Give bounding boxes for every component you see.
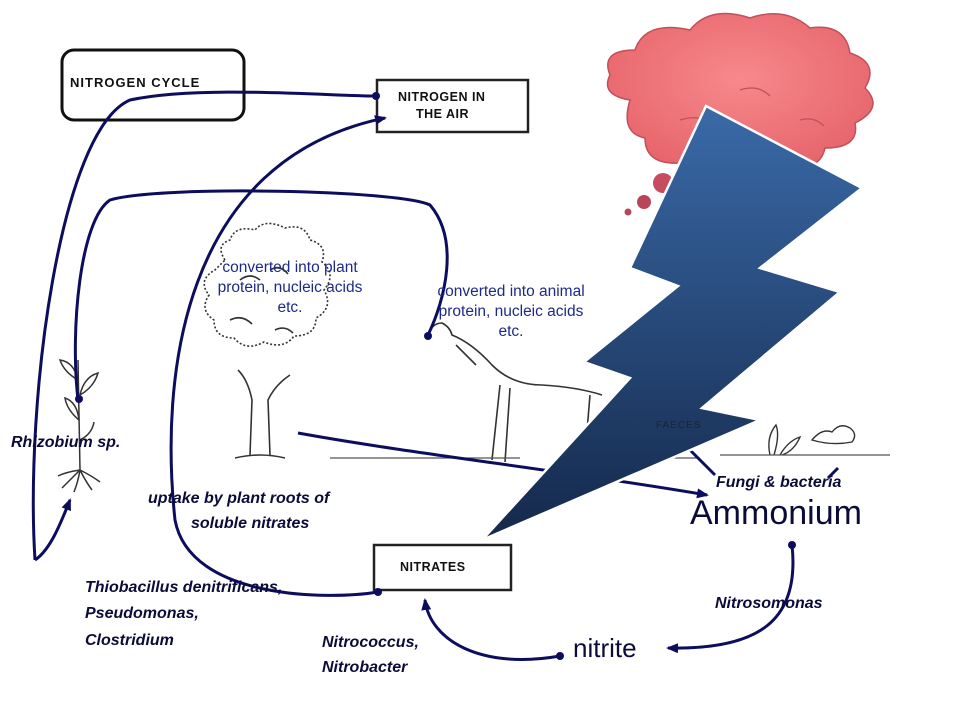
nitrococcus-label: Nitrococcus, [322,634,419,651]
plant-sketch [57,359,101,493]
nitrogen-air-box [375,78,530,134]
fungi-label: Fungi & bacteria [716,474,842,491]
animal-conversion-label: converted into animal protein, nucleic a… [437,283,585,340]
rhizobium-label: Rhizobium sp. [11,434,121,451]
ground-plants-sketch [768,423,856,456]
uptake-label-line2: soluble nitrates [191,515,310,532]
arrow-dots [75,92,796,660]
arrow-ammonium-nitrite [666,544,795,654]
denitrifier-label-2: Pseudomonas, [85,605,199,622]
nitrobacter-label: Nitrobacter [322,659,408,676]
arrow-nitrite-nitrates [421,598,561,661]
tree-sketch [203,222,331,459]
nitrite-label: nitrite [573,633,637,663]
nitrates-box [372,543,513,592]
air-box-line1: NITROGEN IN [398,90,486,104]
plant-conversion-label: converted into plant protein, nucleic ac… [217,259,363,316]
page-title: NITROGEN CYCLE [70,75,201,90]
title-box [60,48,246,122]
fungi-strokes [688,448,840,480]
air-box-line2: THE AIR [416,107,470,121]
faeces-label: FAECES [656,420,702,431]
arrow-to-roots [34,498,72,562]
ammonium-label: Ammonium [690,494,862,532]
cycle-arrows [31,90,840,661]
uptake-label-line1: uptake by plant roots of [148,490,330,507]
nitrates-box-label: NITRATES [400,560,466,574]
arrow-decomposition [297,431,709,499]
arrow-fixation [31,90,376,561]
denitrifier-label-1: Thiobacillus denitrificans, [85,579,283,596]
nitrosomonas-label: Nitrosomonas [715,595,823,612]
lightning-bolt-icon [481,104,865,542]
arrow-denitrification [169,115,387,597]
arrow-plant-to-animal [73,189,449,401]
denitrifier-label-3: Clostridium [85,632,174,649]
